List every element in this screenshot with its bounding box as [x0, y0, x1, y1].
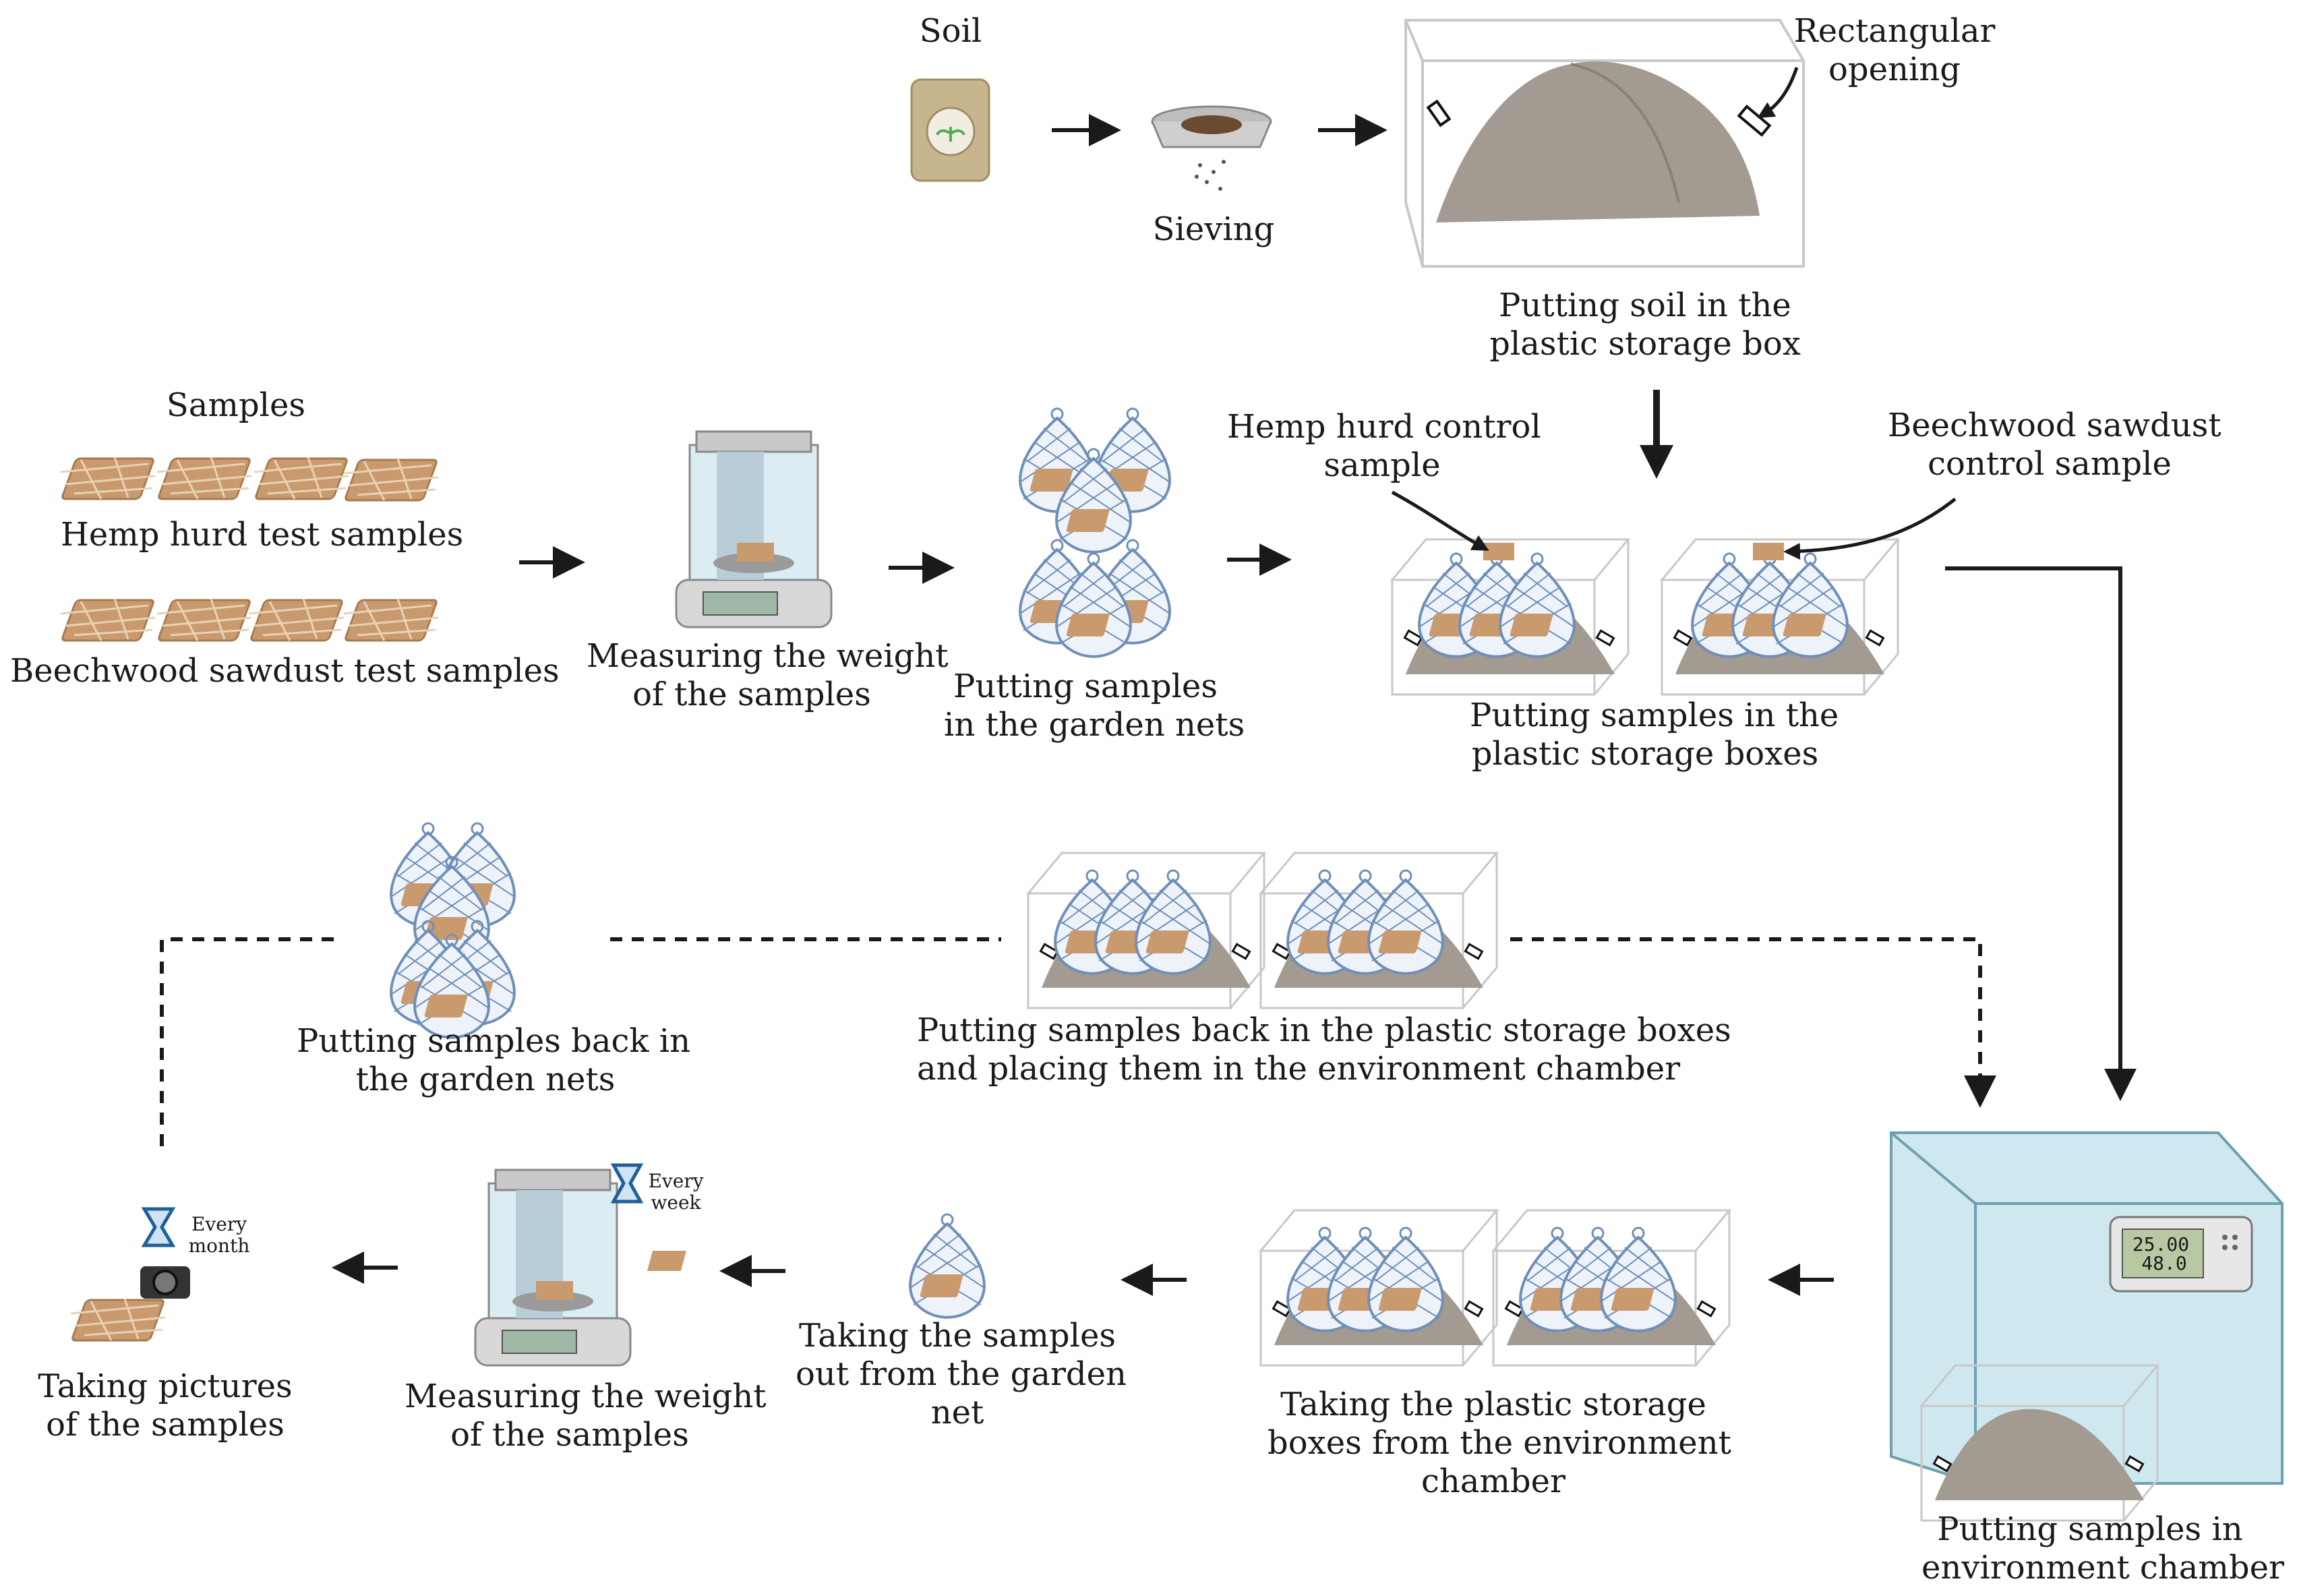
label-sieving: Sieving: [1152, 210, 1275, 248]
hemp-control-sample-icon: [1483, 543, 1514, 560]
soil-storage-box: [1404, 19, 1805, 268]
hourglass-icon-month: [141, 1207, 176, 1247]
garden-nets-group-1: [1019, 407, 1171, 658]
sieve-icon: [1151, 105, 1272, 191]
single-net-icon: [909, 1213, 986, 1319]
hourglass-icon-week: [610, 1163, 644, 1204]
nets-in-boxes-1: [1418, 552, 1849, 658]
dashed-arrow-to-chamber: [1510, 937, 1996, 1108]
arrow-hemp-control: [1391, 490, 1489, 551]
nets-in-boxes-3: [1286, 1226, 1677, 1332]
label-samples: Samples: [166, 386, 306, 424]
environment-chamber: [1890, 1131, 2284, 1522]
scale-icon-2: [474, 1169, 632, 1367]
beech-test-sample-icons: [59, 597, 440, 642]
beech-control-sample-icon: [1753, 543, 1784, 560]
nets-in-boxes-2: [1054, 869, 1444, 975]
arrow-boxes-to-chamber: [1945, 566, 2137, 1101]
single-sample-icon: [647, 1251, 686, 1271]
label-soil: Soil: [919, 12, 982, 50]
label-hemp-test: Hemp hurd test samples: [61, 516, 464, 554]
photo-sample-icon: [69, 1297, 167, 1342]
scale-icon: [675, 430, 833, 628]
display-temperature: 25.00: [2132, 1233, 2190, 1255]
arrow-rectangular-opening: [1757, 67, 1799, 119]
label-beech-test: Beechwood sawdust test samples: [10, 652, 560, 690]
camera-icon: [140, 1266, 190, 1299]
label-back-boxes: Putting samples back in the plastic stor…: [917, 1011, 1731, 1088]
dashed-connector-left: [160, 937, 334, 1146]
garden-nets-group-2: [390, 822, 516, 1039]
arrow-beech-control: [1783, 498, 1957, 560]
soil-bag-icon: [910, 78, 990, 182]
hemp-test-sample-icons: [59, 456, 440, 502]
display-humidity: 48.0: [2141, 1252, 2187, 1274]
